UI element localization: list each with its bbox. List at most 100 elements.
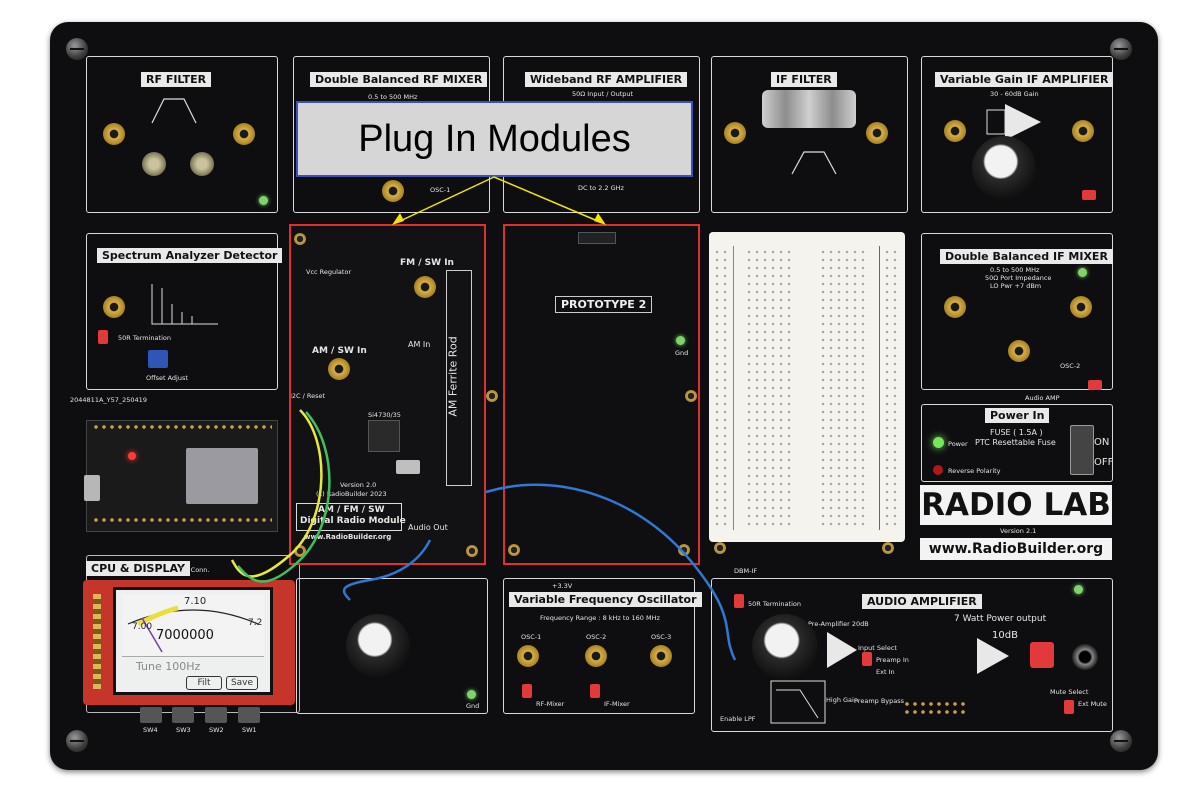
rf-filter-in-connector[interactable] — [103, 123, 125, 145]
prototype-gnd-label: Gnd — [675, 349, 689, 357]
module-am-sw-in: AM / SW In — [312, 346, 367, 356]
offset-trimmer[interactable] — [148, 350, 168, 368]
rf-filter-trimmer-2[interactable] — [190, 152, 214, 176]
if-mixer-lo-connector[interactable] — [1008, 340, 1030, 362]
module-audio-out: Audio Out — [408, 523, 448, 532]
esp32-module — [186, 448, 258, 504]
audio-termination-switch[interactable] — [734, 594, 744, 608]
screw-bottom-left — [66, 730, 88, 752]
esp32-status-led — [128, 452, 136, 460]
prototype-mount-br — [678, 544, 690, 556]
mute-switch[interactable] — [1064, 700, 1074, 714]
breadboard-mount-left — [714, 542, 726, 554]
rf-mixer-range: 0.5 to 500 MHz — [368, 93, 418, 101]
termination-switch[interactable] — [98, 330, 108, 344]
if-filter-in-connector[interactable] — [724, 122, 746, 144]
audio-header-pins — [903, 700, 967, 716]
preamp-triangle-icon — [827, 632, 857, 668]
audio-amp-label: Audio AMP — [1025, 394, 1060, 402]
sw2-label: SW2 — [209, 726, 224, 734]
lcd-pcb: 7.10 7.00 7.2 7000000 Tune 100Hz Filt Sa… — [83, 580, 295, 705]
module-am-sw-connector[interactable] — [328, 358, 350, 380]
power-amp-triangle-icon — [977, 638, 1009, 674]
rf-amp-range: DC to 2.2 GHz — [578, 184, 624, 192]
sw1-button[interactable] — [238, 707, 260, 723]
vga-out-connector[interactable] — [1072, 120, 1094, 142]
vga-gain-knob[interactable] — [972, 136, 1036, 200]
volume-knob[interactable] — [346, 614, 410, 678]
spectrum-rf-in-connector[interactable] — [103, 296, 125, 318]
vga-ext-switch[interactable] — [1082, 190, 1096, 200]
power-panel — [921, 404, 1113, 482]
if-filter-title: IF FILTER — [771, 72, 837, 87]
radio-module-outline — [289, 224, 486, 565]
plug-in-modules-callout: Plug In Modules — [296, 101, 693, 177]
vga-amplifier-icon — [986, 104, 1041, 140]
rf-mixer-osc1: OSC-1 — [430, 186, 451, 194]
prototype-area — [505, 225, 699, 565]
sw4-label: SW4 — [143, 726, 158, 734]
rf-mixer-lo-connector[interactable] — [382, 180, 404, 202]
module-mount-br — [466, 545, 478, 557]
rf-filter-panel — [86, 56, 278, 213]
input-select-switch[interactable] — [862, 652, 872, 666]
breadboard-mount-right — [882, 542, 894, 554]
power-led-label: Power — [948, 440, 968, 448]
if-mixer-impedance: 50Ω Port Impedance — [985, 274, 1052, 282]
lower-gnd-led — [467, 690, 476, 699]
prototype-title: PROTOTYPE 2 — [555, 296, 653, 313]
rf-filter-out-connector[interactable] — [233, 123, 255, 145]
vfo-osc2-connector[interactable] — [585, 645, 607, 667]
lowpass-filter-icon — [770, 680, 826, 724]
speaker-terminals[interactable] — [1030, 642, 1054, 668]
breadboard[interactable] — [709, 232, 905, 542]
crystal-filter-icon — [762, 90, 856, 128]
vfo-rf-mixer-switch[interactable] — [522, 684, 532, 698]
rf-filter-trimmer-1[interactable] — [142, 152, 166, 176]
screw-bottom-right — [1110, 730, 1132, 752]
sw2-button[interactable] — [205, 707, 227, 723]
audio-power-label: 7 Watt Power output — [954, 614, 1047, 624]
meter-scale-left: 7.00 — [132, 622, 153, 632]
module-fm-connector[interactable] — [414, 276, 436, 298]
offset-label: Offset Adjust — [146, 374, 188, 382]
screw-top-left — [66, 38, 88, 60]
breadboard-rail-blue — [733, 246, 734, 530]
power-toggle-switch[interactable] — [1070, 425, 1094, 475]
rf-filter-bandpass-icon — [151, 98, 197, 124]
cpu-display-title: CPU & DISPLAY — [86, 561, 190, 576]
if-mixer-osc2: OSC-2 — [1060, 362, 1081, 370]
module-chip — [368, 420, 400, 452]
audio-title: AUDIO AMPLIFIER — [862, 594, 982, 609]
if-mixer-rf-connector[interactable] — [944, 296, 966, 318]
sw3-button[interactable] — [172, 707, 194, 723]
rf-filter-title: RF FILTER — [141, 72, 212, 87]
module-version: Version 2.0 — [340, 481, 377, 489]
preamp-gain-knob[interactable] — [752, 614, 818, 680]
module-copyright: (c) RadioBuilder 2023 — [316, 490, 387, 498]
breadboard-left-bank — [745, 248, 793, 528]
if-mixer-if-connector[interactable] — [1070, 296, 1092, 318]
vga-in-connector[interactable] — [944, 120, 966, 142]
if-filter-panel — [711, 56, 908, 213]
ext-in-label: Ext In — [876, 668, 895, 676]
vfo-osc3-connector[interactable] — [650, 645, 672, 667]
power-on-label: ON — [1094, 437, 1110, 448]
filter-button[interactable]: Filt — [186, 676, 222, 690]
module-vcc-regulator: Vcc Regulator — [306, 268, 352, 276]
save-button[interactable]: Save — [226, 676, 258, 690]
audio-jack[interactable] — [1072, 644, 1098, 670]
if-filter-out-connector[interactable] — [866, 122, 888, 144]
module-url: www.RadioBuilder.org — [304, 533, 392, 541]
audio-gnd-led — [1074, 585, 1083, 594]
lcd-pin-header — [93, 594, 101, 690]
vfo-if-mixer-switch[interactable] — [590, 684, 600, 698]
module-am-in: AM In — [408, 340, 431, 349]
usb-connector[interactable] — [84, 475, 100, 501]
audio-amp-switch[interactable] — [1088, 380, 1102, 390]
vfo-osc1-connector[interactable] — [517, 645, 539, 667]
meter-scale-right: 7.2 — [248, 618, 263, 628]
sw4-button[interactable] — [140, 707, 162, 723]
